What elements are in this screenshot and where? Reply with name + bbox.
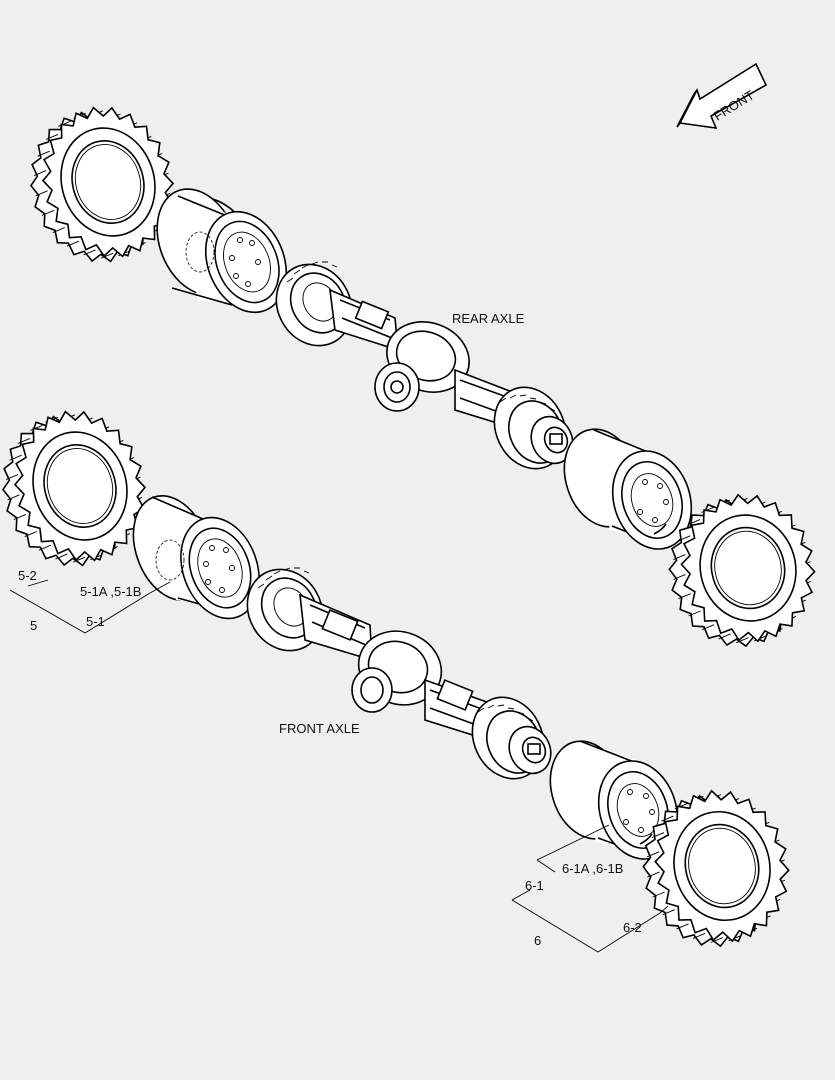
rear-axle-label: REAR AXLE bbox=[452, 311, 525, 326]
callouts bbox=[9, 579, 669, 953]
rear-axle-assembly bbox=[275, 261, 574, 470]
front-axle-assembly bbox=[246, 567, 552, 780]
callout-5: 5 bbox=[30, 618, 37, 633]
rear-left-tire bbox=[30, 106, 175, 263]
callout-5-2: 5-2 bbox=[18, 568, 37, 583]
front-left-rim bbox=[132, 494, 260, 620]
callout-6-1: 6-1 bbox=[525, 878, 544, 893]
callout-6: 6 bbox=[534, 933, 541, 948]
rear-right-tire bbox=[668, 493, 816, 648]
callout-5-1: 5-1 bbox=[86, 614, 105, 629]
callout-5-1ab: 5-1A ,5-1B bbox=[80, 584, 141, 599]
front-right-tire bbox=[642, 789, 790, 948]
front-direction-arrow: FRONT bbox=[676, 62, 768, 129]
callout-6-2: 6-2 bbox=[623, 920, 642, 935]
front-axle-label: FRONT AXLE bbox=[279, 721, 360, 736]
rear-left-rim bbox=[156, 188, 288, 314]
front-left-tire bbox=[2, 410, 147, 567]
rear-right-rim bbox=[563, 428, 693, 550]
callout-6-1ab: 6-1A ,6-1B bbox=[562, 861, 623, 876]
